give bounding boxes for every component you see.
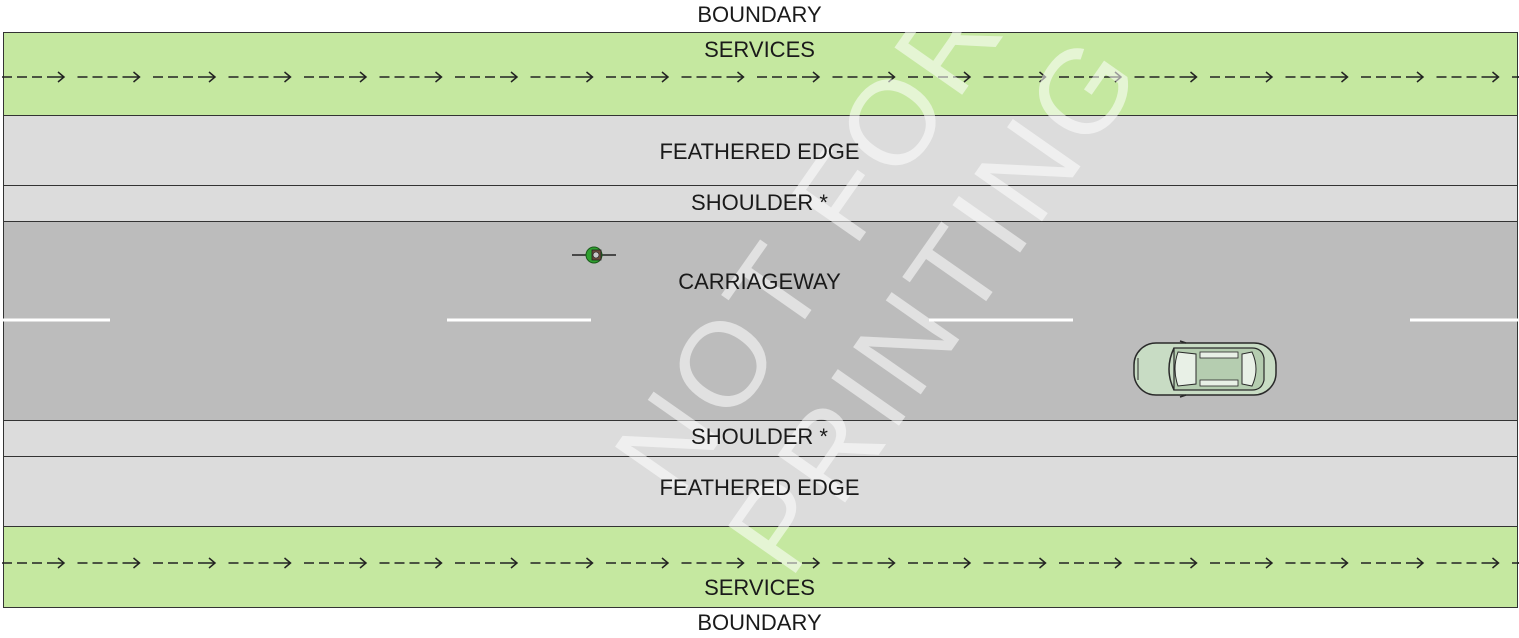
service-arrow-head: [888, 557, 896, 569]
feathered-edge-bottom-label: FEATHERED EDGE: [659, 475, 860, 500]
shoulder-top-label: SHOULDER *: [691, 190, 828, 215]
service-arrow-head: [1341, 71, 1349, 83]
service-arrow-head: [1492, 557, 1500, 569]
service-arrow-head: [1114, 557, 1123, 569]
service-arrow-head: [284, 71, 292, 83]
service-arrow-head: [661, 71, 670, 83]
services-line-top: [2, 71, 1519, 83]
service-arrow-head: [359, 557, 368, 569]
service-arrow-head: [208, 71, 217, 83]
service-arrow-head: [737, 557, 745, 569]
service-arrow-head: [133, 71, 141, 83]
boundary-top-label: BOUNDARY: [697, 2, 822, 27]
service-arrow-head: [586, 71, 594, 83]
carriageway-label: CARRIAGEWAY: [678, 269, 841, 294]
service-arrow-head: [435, 557, 443, 569]
service-arrow-head: [963, 71, 972, 83]
services-top-label: SERVICES: [704, 37, 815, 62]
service-arrow-head: [1492, 71, 1500, 83]
service-arrow-head: [1416, 71, 1425, 83]
service-arrow-head: [208, 557, 217, 569]
feathered-edge-band-bottom: [3, 456, 1518, 527]
service-arrow-head: [1265, 557, 1274, 569]
service-arrow-head: [963, 557, 972, 569]
service-arrow-head: [284, 557, 292, 569]
service-arrow-head: [1190, 557, 1198, 569]
car-icon: [1133, 340, 1277, 398]
service-arrow-head: [661, 557, 670, 569]
service-arrow-head: [1341, 557, 1349, 569]
service-arrow-head: [737, 71, 745, 83]
service-arrow-head: [1039, 557, 1047, 569]
boundary-bottom-label: BOUNDARY: [697, 610, 822, 635]
shoulder-bottom-label: SHOULDER *: [691, 424, 828, 449]
service-arrow-head: [888, 71, 896, 83]
services-line-bottom: [2, 557, 1519, 569]
service-arrow-head: [1416, 557, 1425, 569]
cyclist-icon: [572, 246, 616, 264]
service-arrow-head: [812, 557, 821, 569]
service-arrow-head: [1265, 71, 1274, 83]
service-arrow-head: [510, 557, 519, 569]
service-arrow-head: [359, 71, 368, 83]
service-arrow-head: [1039, 71, 1047, 83]
feathered-edge-top-label: FEATHERED EDGE: [659, 139, 860, 164]
service-arrow-head: [1190, 71, 1198, 83]
service-arrow-head: [57, 71, 66, 83]
service-arrow-head: [435, 71, 443, 83]
service-arrow-head: [510, 71, 519, 83]
services-band-bottom: [3, 526, 1518, 608]
service-arrow-head: [586, 557, 594, 569]
service-arrow-head: [1114, 71, 1123, 83]
service-arrow-head: [57, 557, 66, 569]
service-arrow-head: [812, 71, 821, 83]
shoulder-band-top: [3, 185, 1518, 222]
services-bottom-label: SERVICES: [704, 575, 815, 600]
service-arrow-head: [133, 557, 141, 569]
